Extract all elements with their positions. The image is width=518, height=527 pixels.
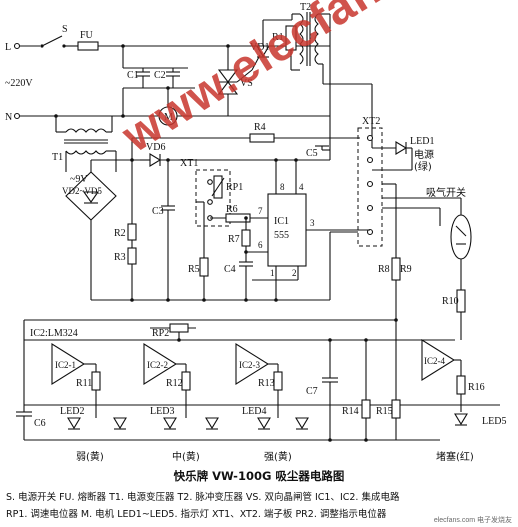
label-r11: R11 [76,378,92,389]
label-xt1: XT1 [180,158,198,169]
legend-line-2: RP1. 调速电位器 M. 电机 LED1~LED5. 指示灯 XT1、XT2.… [6,509,387,520]
motor-m [158,88,178,126]
label-ic1-555: 555 [274,230,289,241]
label-mid: 中(黄) [172,450,200,463]
label-r16: R16 [468,382,485,393]
opamp-ic2-1 [51,343,101,418]
label-r10: R10 [442,296,459,307]
label-r2: R2 [114,228,126,239]
label-ic2-3: IC2-3 [239,360,260,370]
label-c1: C1 [127,70,139,81]
label-ic1: IC1 [274,216,289,227]
label-c6: C6 [34,418,46,429]
label-ac: ~220V [5,78,33,89]
label-r7: R7 [228,234,240,245]
legend-line-1: S. 电源开关 FU. 熔断器 T1. 电源变压器 T2. 脉冲变压器 VS. … [6,492,400,503]
label-r14: R14 [342,406,359,417]
label-ic2-4: IC2-4 [424,356,445,366]
label-c2: C2 [154,70,166,81]
label-r8: R8 [378,264,390,275]
timing-network [196,201,268,300]
resistors-r8-r9 [382,183,441,320]
label-led5: LED5 [482,416,506,427]
label-rp2: RP2 [152,328,169,339]
lower-passives [16,320,440,441]
diagram-title: 快乐牌 VW-100G 吸尘器电路图 [173,469,345,483]
opamp-ic2-4 [421,339,466,412]
transformer-t1 [55,116,117,172]
label-c7: C7 [306,386,318,397]
label-r3: R3 [114,252,126,263]
label-xt2: XT2 [362,116,380,127]
label-fu: FU [80,30,94,41]
led-row [67,413,468,430]
label-ic2-2: IC2-2 [147,360,168,370]
led1-power [372,141,413,171]
suction-switch [382,197,472,340]
label-power-cn: 电源 [414,148,434,161]
label-s: S [62,24,68,35]
label-c3: C3 [152,206,164,217]
pin-7: 7 [258,206,263,216]
label-r4: R4 [254,122,266,133]
resistors-r2-r3-c3 [127,160,175,300]
opamp-ic2-2 [143,343,191,418]
label-vd6: VD6 [146,142,165,153]
label-vs: VS [240,78,253,89]
capacitors-c1-c2 [122,46,195,116]
label-led4: LED4 [242,406,266,417]
supply-rail [130,133,360,167]
label-t1: T1 [52,152,63,163]
ic1-555 [252,160,370,300]
label-r9: R9 [400,264,412,275]
transformer-t2 [291,12,373,160]
label-ic2-lm324: IC2:LM324 [30,328,78,339]
label-ic2-1: IC2-1 [55,360,76,370]
label-c5: C5 [306,148,318,159]
pin-6: 6 [258,240,263,250]
capacitor-c5 [315,145,330,151]
diode-vd1 [251,19,292,71]
label-r15: R15 [376,406,393,417]
label-r1: R1 [272,32,284,43]
pin-8: 8 [280,182,285,192]
pin-2: 2 [292,268,297,278]
label-r5: R5 [188,264,200,275]
terminal-xt1-rp1 [195,169,231,227]
label-weak: 弱(黄) [76,450,104,463]
label-l: L [5,42,11,53]
label-blocked: 堵塞(红) [436,450,474,463]
label-vd2-vd5: VD2~VD5 [62,186,102,196]
label-t2: T2 [300,2,311,13]
component-labels: L ~220V N S FU T2 VD1 R1 VS C1 C2 M R4 X… [5,2,506,463]
label-n: N [5,112,12,123]
ic2-rails [23,319,500,406]
label-suction-switch: 吸气开关 [426,186,466,199]
label-9v: ~9V [70,174,88,185]
resistor-r1 [285,25,300,71]
label-m: M [164,112,173,123]
label-led1: LED1 [410,136,434,147]
terminal-xt2 [357,127,383,247]
corner-watermark: elecfans.com 电子发烧友 [433,517,512,524]
circuit-schematic: L ~220V N S FU T2 VD1 R1 VS C1 C2 M R4 X… [5,2,506,463]
pin-4: 4 [299,182,304,192]
opamp-ic2-3 [235,343,283,418]
label-vd1: VD1 [250,42,269,53]
pin-3: 3 [310,218,315,228]
label-led3: LED3 [150,406,174,417]
label-r6: R6 [226,204,238,215]
label-green-cn: (绿) [414,160,432,173]
label-r13: R13 [258,378,275,389]
label-r12: R12 [166,378,183,389]
label-c4: C4 [224,264,236,275]
label-rp1: RP1 [226,182,243,193]
triac-vs [217,46,253,116]
pin-1: 1 [270,268,275,278]
junction-dots [54,44,398,442]
label-led2: LED2 [60,406,84,417]
label-strong: 强(黄) [264,450,292,463]
